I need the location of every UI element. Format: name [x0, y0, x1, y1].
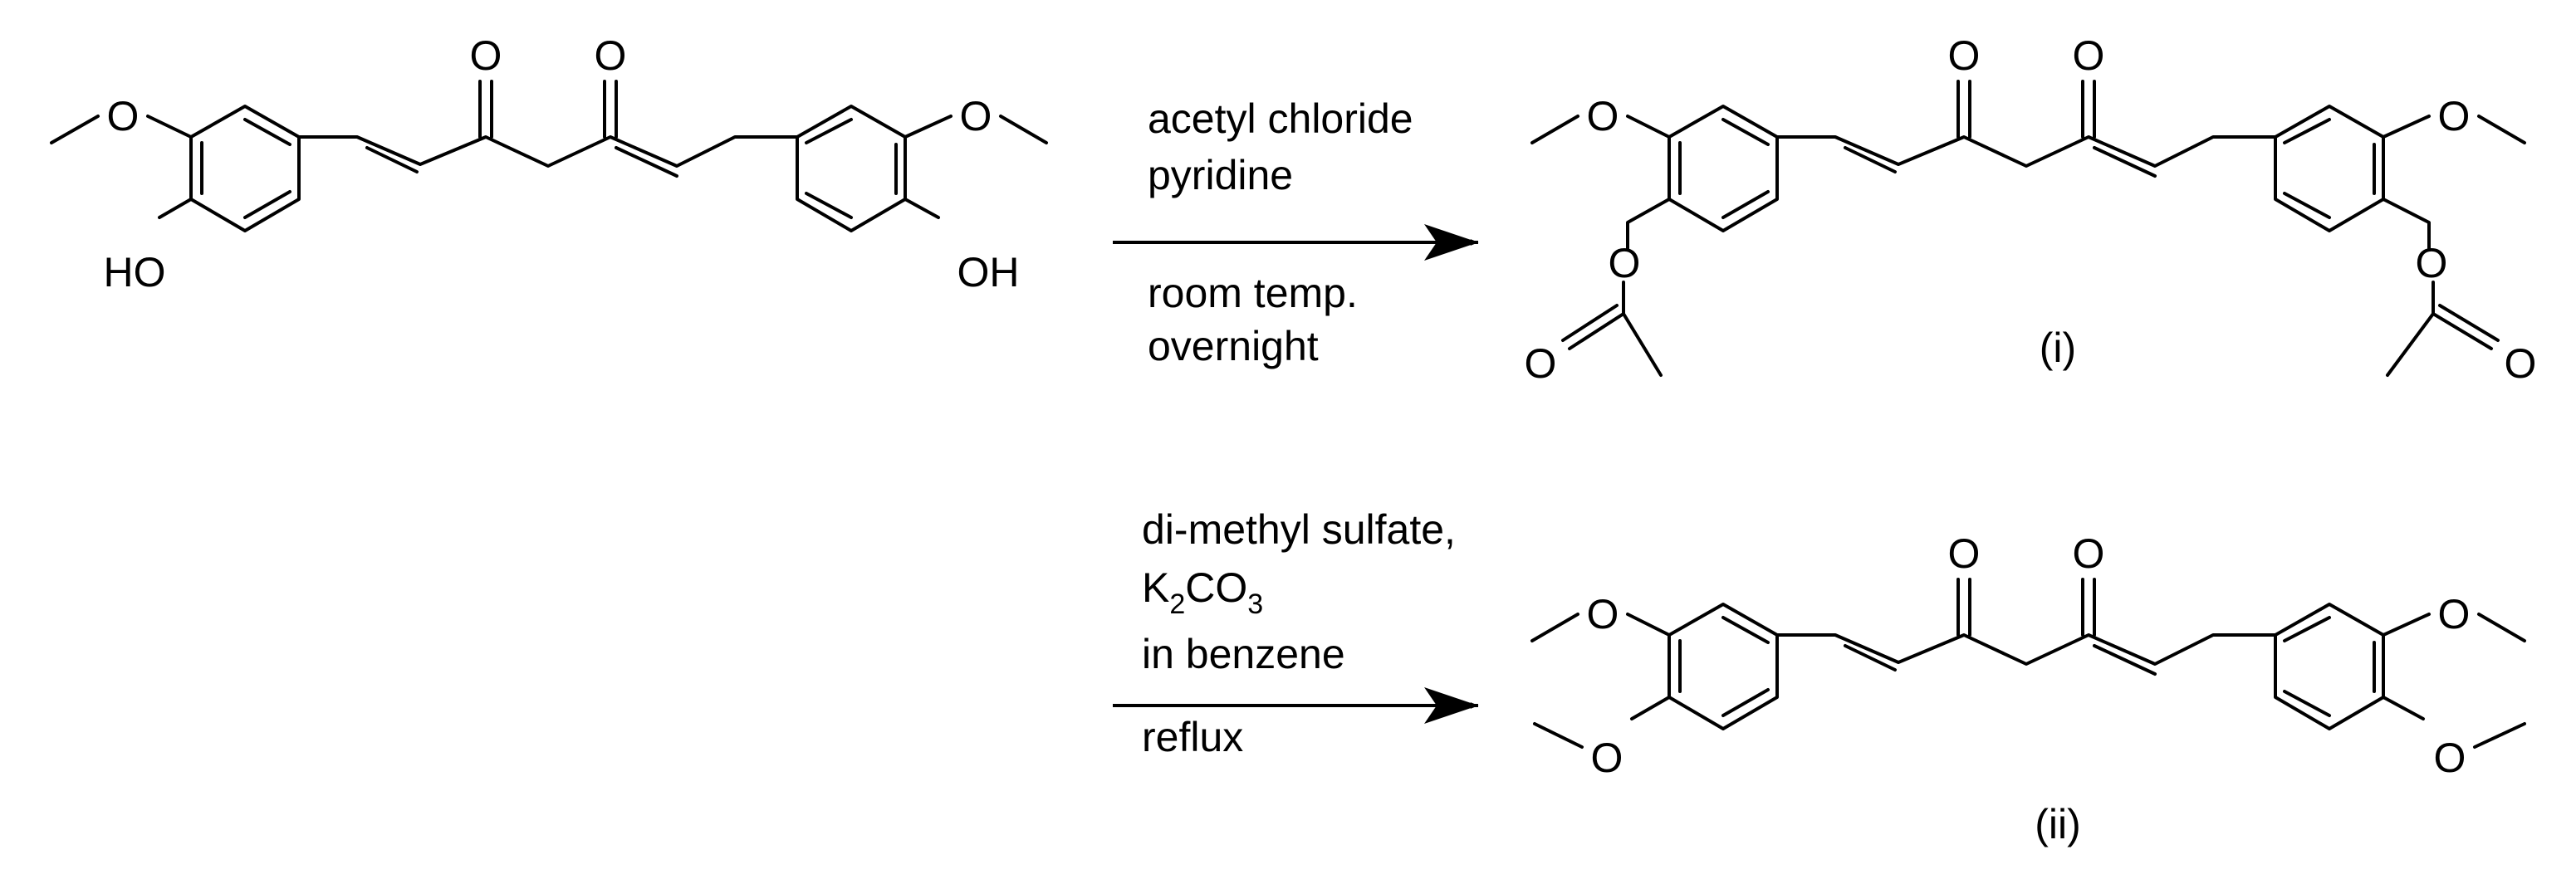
reagent-dimethyl-sulfate: di-methyl sulfate,: [1142, 506, 1456, 553]
ester-oxygen: O: [1609, 240, 1641, 286]
formula-potassium: K: [1142, 564, 1169, 611]
methoxy-oxygen: O: [107, 93, 140, 139]
methoxy-oxygen: O: [2438, 591, 2471, 637]
reagent-pyridine: pyridine: [1148, 152, 1293, 198]
carbonyl-oxygen: O: [2073, 32, 2105, 79]
ester-oxygen: O: [2416, 240, 2448, 286]
methoxy-oxygen: O: [2438, 93, 2471, 139]
formula-carbonate: CO: [1185, 564, 1247, 611]
product-ii-structure: O O O O O O: [1530, 530, 2526, 781]
condition-time: overnight: [1148, 323, 1319, 369]
methoxy-oxygen: O: [1591, 735, 1623, 781]
methoxy-oxygen: O: [1587, 591, 1619, 637]
carbonyl-oxygen: O: [2073, 530, 2105, 577]
carbonyl-oxygen: O: [1948, 530, 1981, 577]
solvent-benzene: in benzene: [1142, 631, 1345, 677]
acetyl-carbonyl-oxygen: O: [1525, 340, 1557, 387]
carbonyl-oxygen: O: [470, 32, 502, 79]
acetyl-carbonyl-oxygen: O: [2505, 340, 2537, 387]
subscript-three: 3: [1247, 588, 1263, 620]
hydroxyl-label: OH: [957, 249, 1020, 295]
carbonyl-oxygen: O: [1948, 32, 1981, 79]
product-label-ii: (ii): [2035, 801, 2081, 847]
hydroxyl-label: HO: [104, 249, 166, 295]
methoxy-oxygen: O: [1587, 93, 1619, 139]
subscript-two: 2: [1169, 588, 1185, 620]
methoxy-oxygen: O: [2434, 735, 2466, 781]
carbonyl-oxygen: O: [595, 32, 627, 79]
condition-reflux: reflux: [1142, 714, 1243, 760]
product-i-structure: O O O O O O O O: [1525, 32, 2537, 387]
reaction-1-arrow: [1113, 224, 1479, 261]
methoxy-oxygen: O: [960, 93, 992, 139]
condition-temperature: room temp.: [1148, 270, 1358, 316]
product-label-i: (i): [2040, 325, 2076, 371]
reaction-2-arrow: [1113, 687, 1479, 724]
curcumin-structure: O HO O O O OH: [50, 32, 1048, 295]
reagent-acetyl-chloride: acetyl chloride: [1148, 95, 1413, 142]
reagent-potassium-carbonate: K2CO3: [1142, 564, 1263, 620]
